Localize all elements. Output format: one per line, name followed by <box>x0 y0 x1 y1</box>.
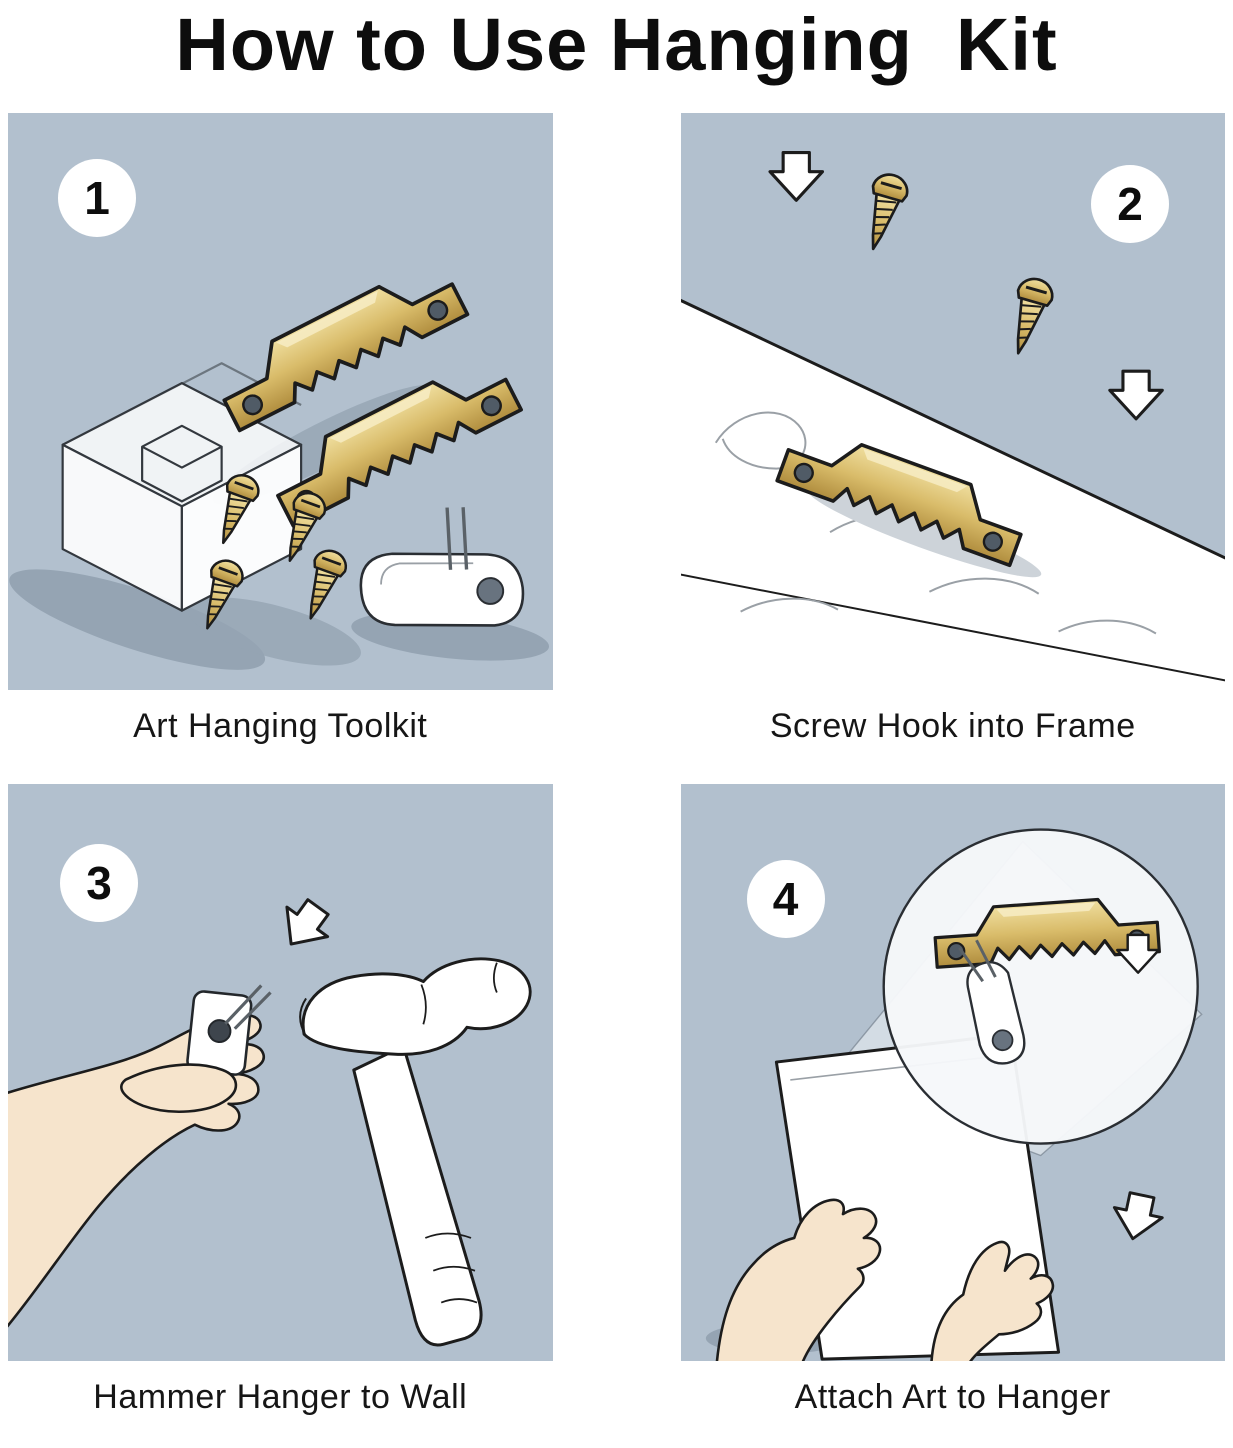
step-1-number-badge: 1 <box>58 159 136 238</box>
panel-1-art <box>9 254 550 670</box>
thumb <box>120 1063 238 1114</box>
step-3: 3 Hammer Hanger to Wall <box>8 784 553 1433</box>
wall-hanger <box>186 984 272 1077</box>
hook-pins <box>957 939 997 983</box>
down-arrow-icon <box>1107 369 1164 421</box>
hammer-head <box>301 957 532 1056</box>
panel-2-illustration: 2 <box>680 113 1225 691</box>
hammer-handle <box>352 1044 483 1347</box>
panel-1-illustration: 1 <box>8 113 553 691</box>
step-2: 2 Screw Hook into Frame <box>680 113 1225 762</box>
panels-grid: 1 Art Hanging Toolkit <box>8 113 1225 1433</box>
panel-2-art <box>680 151 1225 691</box>
right-hand <box>929 1240 1054 1362</box>
step-2-number-badge: 2 <box>1091 165 1169 244</box>
hook-pins <box>445 507 469 571</box>
panel-4-art <box>705 828 1203 1362</box>
screw <box>999 273 1058 360</box>
left-hand <box>715 1198 881 1362</box>
step-1-caption: Art Hanging Toolkit <box>133 706 428 745</box>
screw <box>854 169 912 256</box>
step-2-caption: Screw Hook into Frame <box>769 706 1136 745</box>
plastic-hook <box>957 939 1025 1065</box>
step-3-number-badge: 3 <box>60 844 138 923</box>
panel-3-illustration: 3 <box>8 784 553 1362</box>
hanger-hole <box>207 1019 232 1044</box>
step-4-caption: Attach Art to Hanger <box>794 1377 1111 1416</box>
magnifier-circle <box>882 828 1199 1145</box>
screw <box>294 545 352 626</box>
panel-4-illustration: 4 <box>680 784 1225 1362</box>
step-3-caption: Hammer Hanger to Wall <box>93 1377 468 1416</box>
step-4: 4 Attach Art to Hanger <box>680 784 1225 1433</box>
down-left-arrow-icon <box>269 890 340 961</box>
shadow <box>187 597 361 666</box>
step-1: 1 Art Hanging Toolkit <box>8 113 553 762</box>
hook-hole <box>476 577 505 606</box>
step-4-number-badge: 4 <box>746 860 825 939</box>
hammer <box>299 957 532 1347</box>
down-arrow-icon <box>1106 1188 1167 1246</box>
page-title: How to Use Hanging Kit <box>175 3 1058 86</box>
shadow <box>9 569 266 670</box>
plastic-hook <box>359 507 525 627</box>
down-arrow-icon <box>767 151 824 202</box>
frame-edge <box>680 573 1225 682</box>
panel-3-art <box>8 890 532 1347</box>
hanger-pins <box>224 984 272 1030</box>
hook-hole <box>991 1029 1013 1052</box>
